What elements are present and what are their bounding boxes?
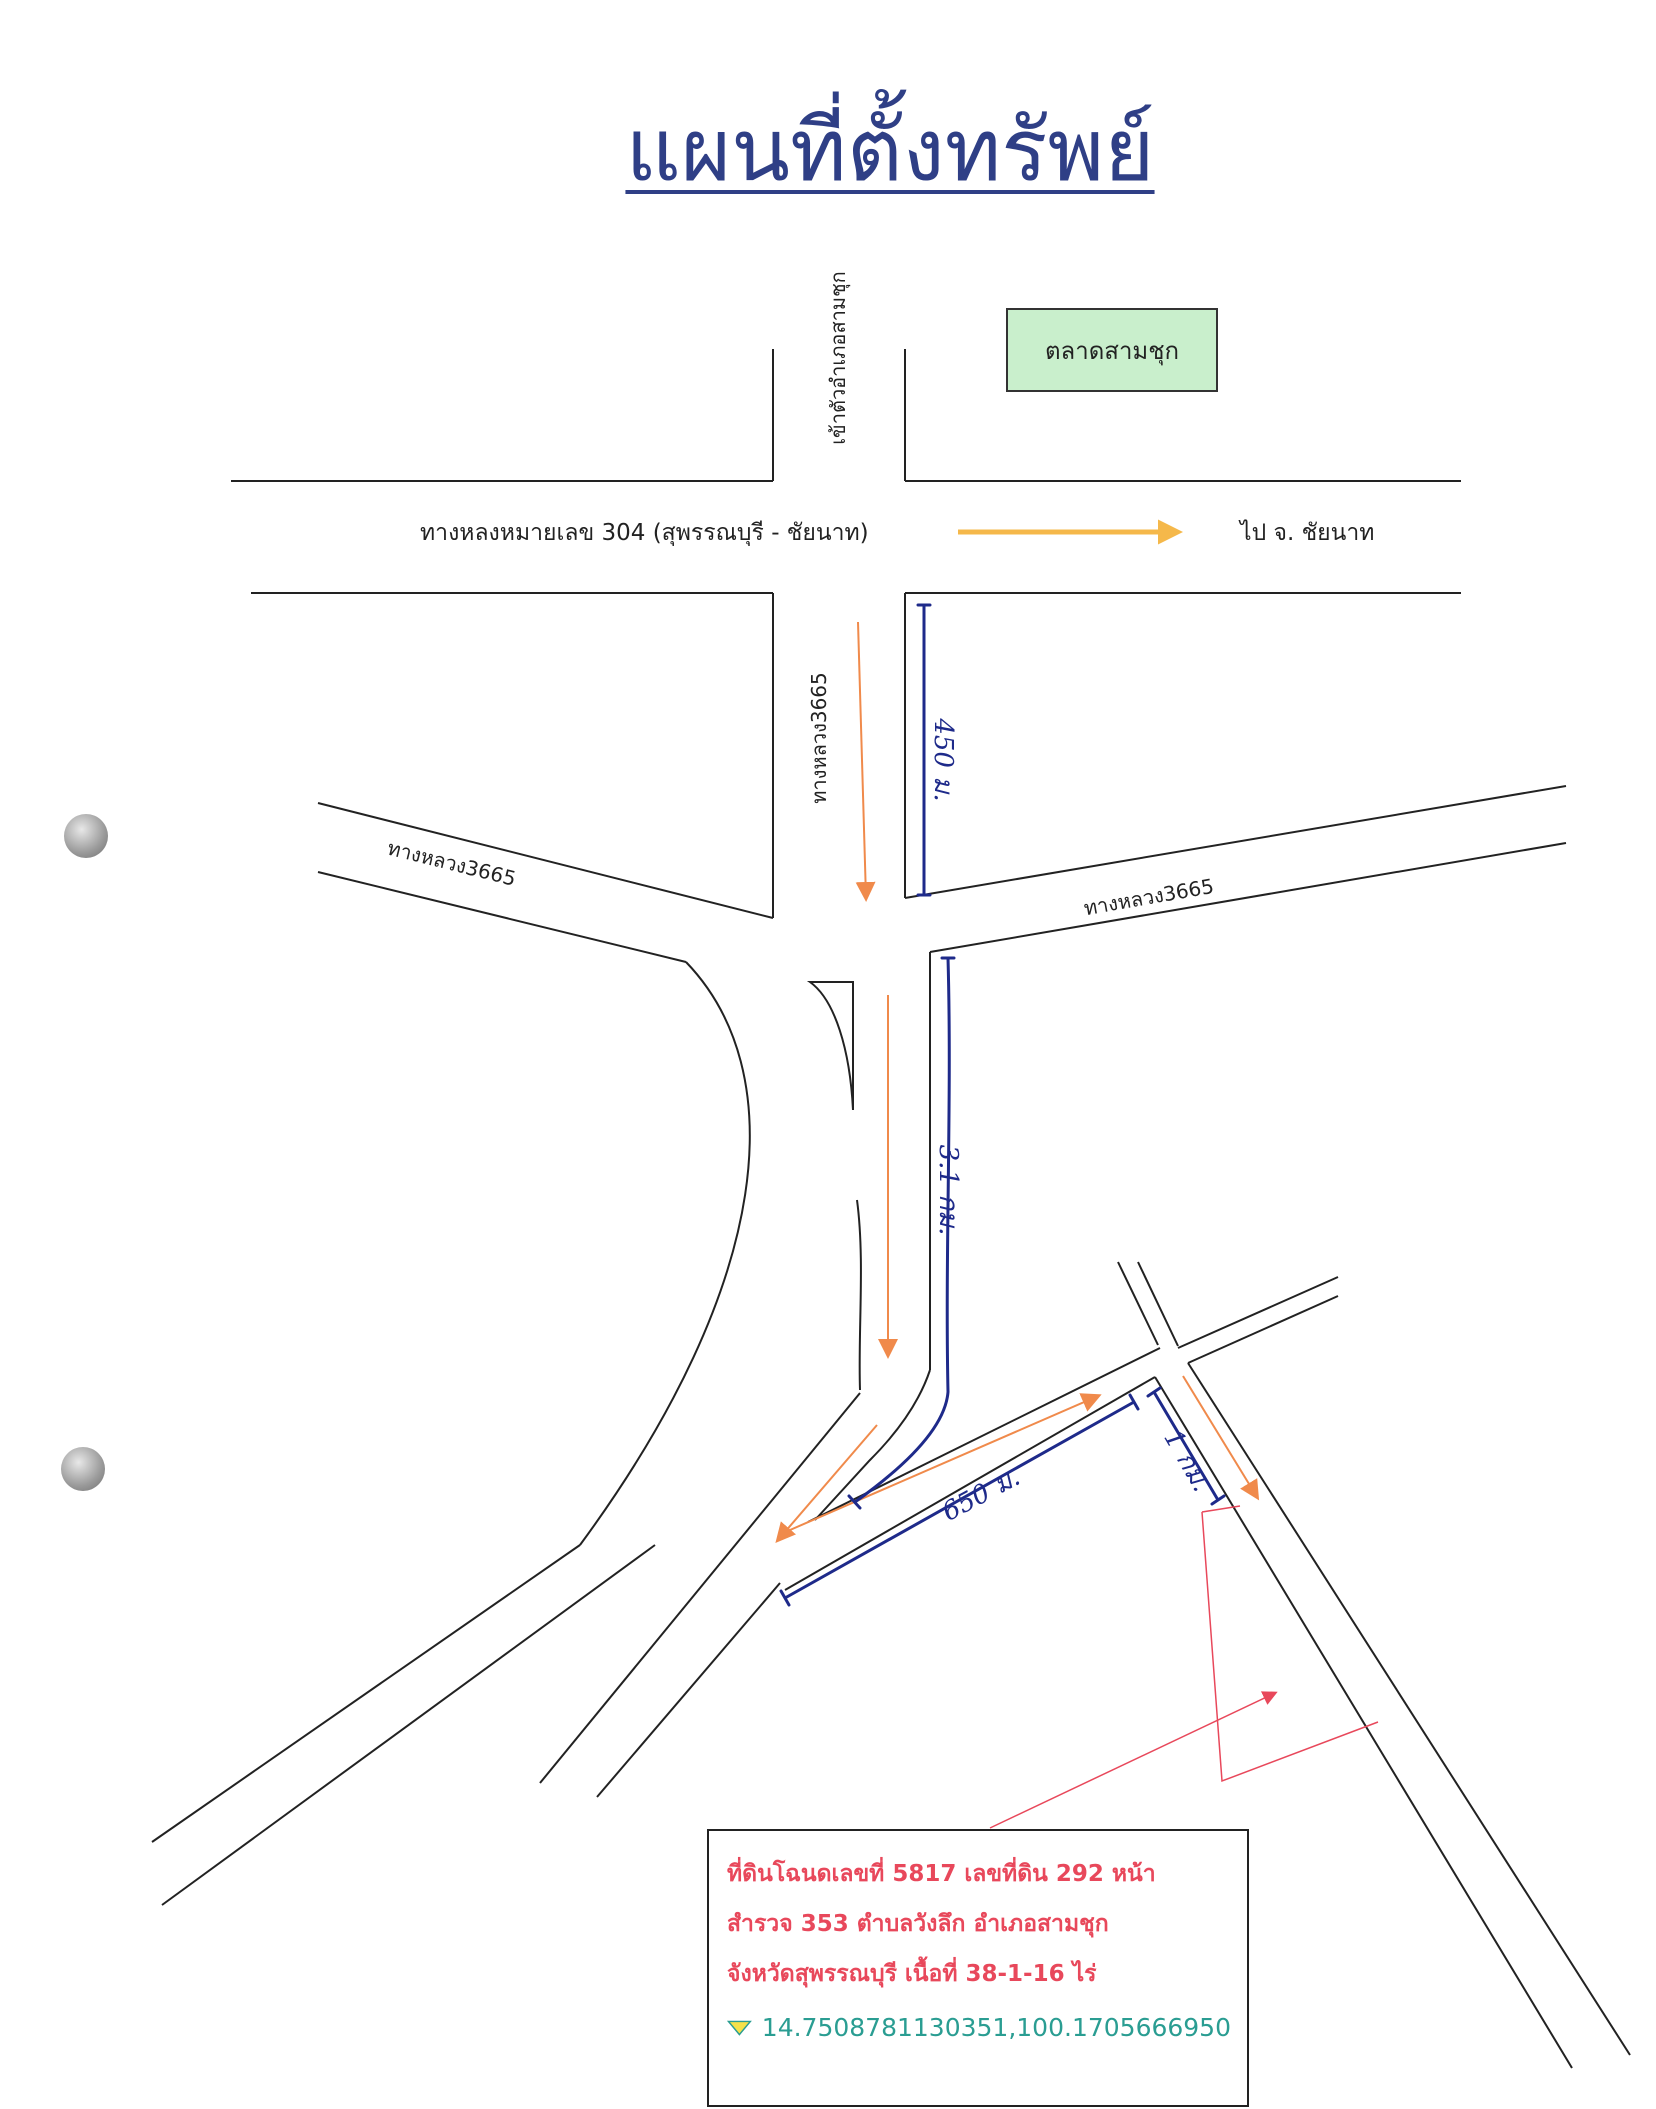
- right-diagonal-west: [1117, 1261, 1159, 1346]
- right-diagonal-lower-west: [1154, 1376, 1573, 2069]
- sw-road-4: [596, 1582, 781, 1798]
- punch-hole-top: [64, 814, 108, 858]
- sw-road-3: [539, 1392, 861, 1784]
- bracket-650m: [779, 1393, 1140, 1607]
- bracket-1km: [1146, 1386, 1226, 1506]
- coordinates-text: 14.7508781130351,100.1705666950: [761, 2013, 1231, 2042]
- main-road-west-bottom: [814, 1369, 931, 1521]
- yellow-triangle-marker-icon: [727, 2020, 752, 2036]
- property-outline: [1201, 1505, 1379, 1783]
- to-chainat-label: ไป จ. ชัยนาท: [1240, 520, 1375, 546]
- bracket-450m: [916, 603, 932, 897]
- road-3665-right-lower-edge: [929, 842, 1567, 953]
- distance-markers: [779, 603, 1226, 1607]
- road-network: [151, 349, 1631, 2069]
- road-3665-left-upper-edge: [317, 802, 774, 919]
- road-3665-right-upper-edge: [904, 785, 1567, 899]
- property-road-ext-upper: [1177, 1276, 1339, 1349]
- red-arrow-to-property: [989, 1691, 1278, 1829]
- direction-arrows: [775, 621, 1260, 1544]
- right-diagonal-east: [1137, 1261, 1179, 1347]
- bracket-3-1km: [847, 956, 956, 1510]
- coordinates-row: 14.7508781130351,100.1705666950: [727, 2013, 1231, 2042]
- road-3665-left-lower-edge: [317, 871, 687, 963]
- market-label: ตลาดสามชุก: [1044, 336, 1180, 365]
- label-road-3665-vertical: ทางหลวง3665: [807, 672, 831, 804]
- property-info-line-3: จังหวัดสุพรรณบุรี เนื้อที่ 38-1-16 ไร่: [727, 1961, 1097, 1987]
- property-road-ext-lower: [1187, 1295, 1339, 1364]
- median-west: [856, 1199, 862, 1391]
- arrow-down-3665: [855, 621, 876, 902]
- label-road-3665-right: ทางหลวง3665: [1082, 874, 1216, 920]
- property-info-line-1: ที่ดินโฉนดเลขที่ 5817 เลขที่ดิน 292 หน้า: [727, 1861, 1156, 1887]
- label-3-1km: 3.1 กม.: [933, 1145, 963, 1236]
- arrow-se: [1182, 1375, 1260, 1501]
- left-curve-road: [579, 961, 751, 1546]
- label-road-3665-left: ทางหลวง3665: [385, 836, 518, 891]
- market-box: ตลาดสามชุก: [1006, 308, 1218, 392]
- label-450m: 450 ม.: [928, 717, 958, 801]
- right-diagonal-lower-east: [1187, 1362, 1631, 2056]
- punch-hole-bottom: [61, 1447, 105, 1491]
- label-to-district: เข้าตัวอำเภอสามชุก: [826, 271, 851, 445]
- property-info-line-2: สำรวจ 353 ตำบลวังลึก อำเภอสามชุก: [727, 1911, 1109, 1937]
- property-info-box: ที่ดินโฉนดเลขที่ 5817 เลขที่ดิน 292 หน้า…: [707, 1829, 1249, 2107]
- sw-road-1: [151, 1544, 581, 1843]
- sw-road-2: [161, 1544, 656, 1906]
- arrow-ne: [789, 1393, 1102, 1531]
- property-annotation: [989, 1505, 1379, 1829]
- island-curve: [806, 981, 854, 1111]
- page-title: แผนที่ตั้งทรัพย์: [625, 101, 1155, 201]
- label-650m: 650 ม.: [937, 1462, 1025, 1528]
- property-road-lower: [784, 1376, 1156, 1591]
- arrow-sw: [775, 1424, 878, 1544]
- highway-304-label: ทางหลงหมายเลข 304 (สุพรรณบุรี - ชัยนาท): [420, 520, 869, 546]
- label-1km: 1 กม.: [1157, 1425, 1216, 1497]
